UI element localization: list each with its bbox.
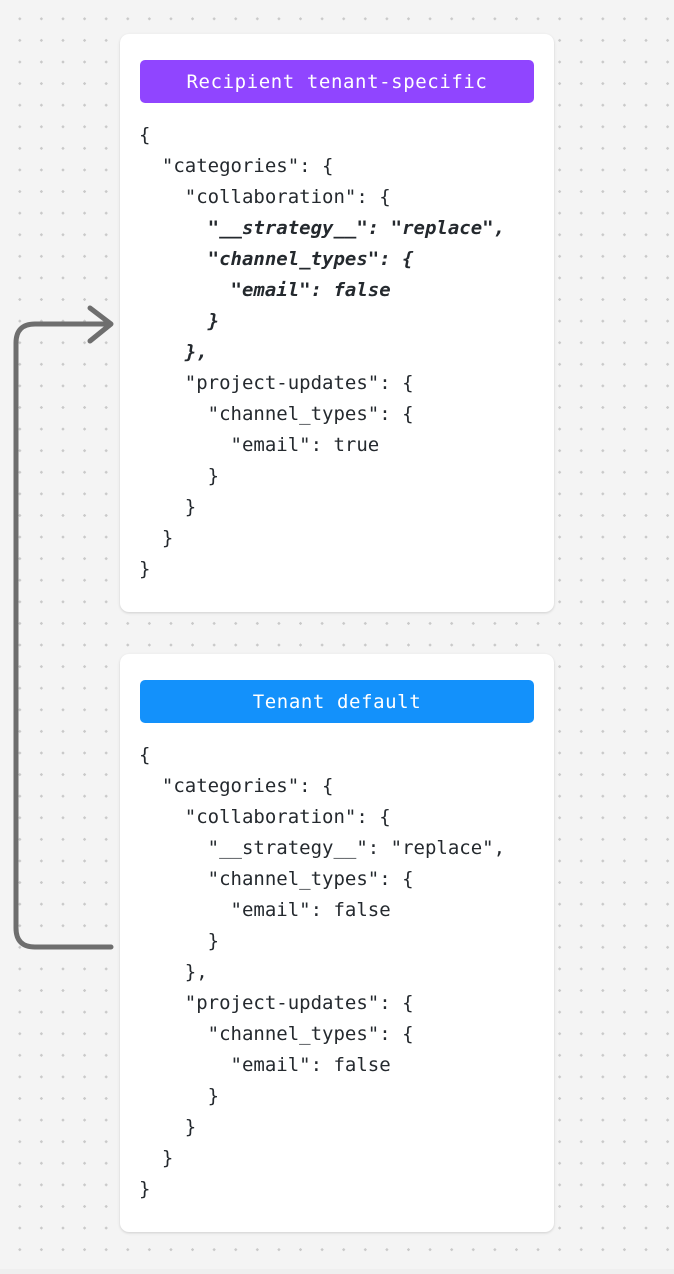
code-line: "project-updates": { <box>139 992 414 1014</box>
code-line: } <box>139 1147 174 1169</box>
code-line: }, <box>139 341 208 363</box>
code-line: }, <box>139 961 208 983</box>
code-line: "email": true <box>139 434 380 456</box>
code-line: { <box>139 744 151 766</box>
code-line: "email": false <box>139 279 391 301</box>
card-header-recipient-tenant-specific: Recipient tenant-specific <box>140 60 534 103</box>
code-line: "email": false <box>139 1054 391 1076</box>
canvas-bottom-edge <box>0 1269 674 1274</box>
card-recipient-tenant-specific: Recipient tenant-specific { "categories"… <box>120 34 554 612</box>
code-block-tenant-default: { "categories": { "collaboration": { "__… <box>139 740 544 1205</box>
code-line: "channel_types": { <box>139 403 414 425</box>
code-line: "categories": { <box>139 775 334 797</box>
code-line: } <box>139 1116 197 1138</box>
code-line: } <box>139 558 151 580</box>
code-line: "__strategy__": "replace", <box>139 837 506 859</box>
code-line: } <box>139 527 174 549</box>
code-line: "channel_types": { <box>139 1023 414 1045</box>
card-tenant-default: Tenant default { "categories": { "collab… <box>120 654 554 1232</box>
code-line: "channel_types": { <box>139 868 414 890</box>
code-line: } <box>139 1178 151 1200</box>
code-line: "channel_types": { <box>139 248 414 270</box>
code-line: "categories": { <box>139 155 334 177</box>
code-line: } <box>139 465 220 487</box>
code-line: "collaboration": { <box>139 806 391 828</box>
code-block-recipient-tenant-specific: { "categories": { "collaboration": { "__… <box>139 120 544 585</box>
code-line: } <box>139 496 197 518</box>
code-line: { <box>139 124 151 146</box>
code-line: "project-updates": { <box>139 372 414 394</box>
code-line: } <box>139 930 220 952</box>
code-line: "collaboration": { <box>139 186 391 208</box>
code-line: "__strategy__": "replace", <box>139 217 506 239</box>
code-line: } <box>139 310 220 332</box>
code-line: } <box>139 1085 220 1107</box>
card-header-tenant-default: Tenant default <box>140 680 534 723</box>
code-line: "email": false <box>139 899 391 921</box>
